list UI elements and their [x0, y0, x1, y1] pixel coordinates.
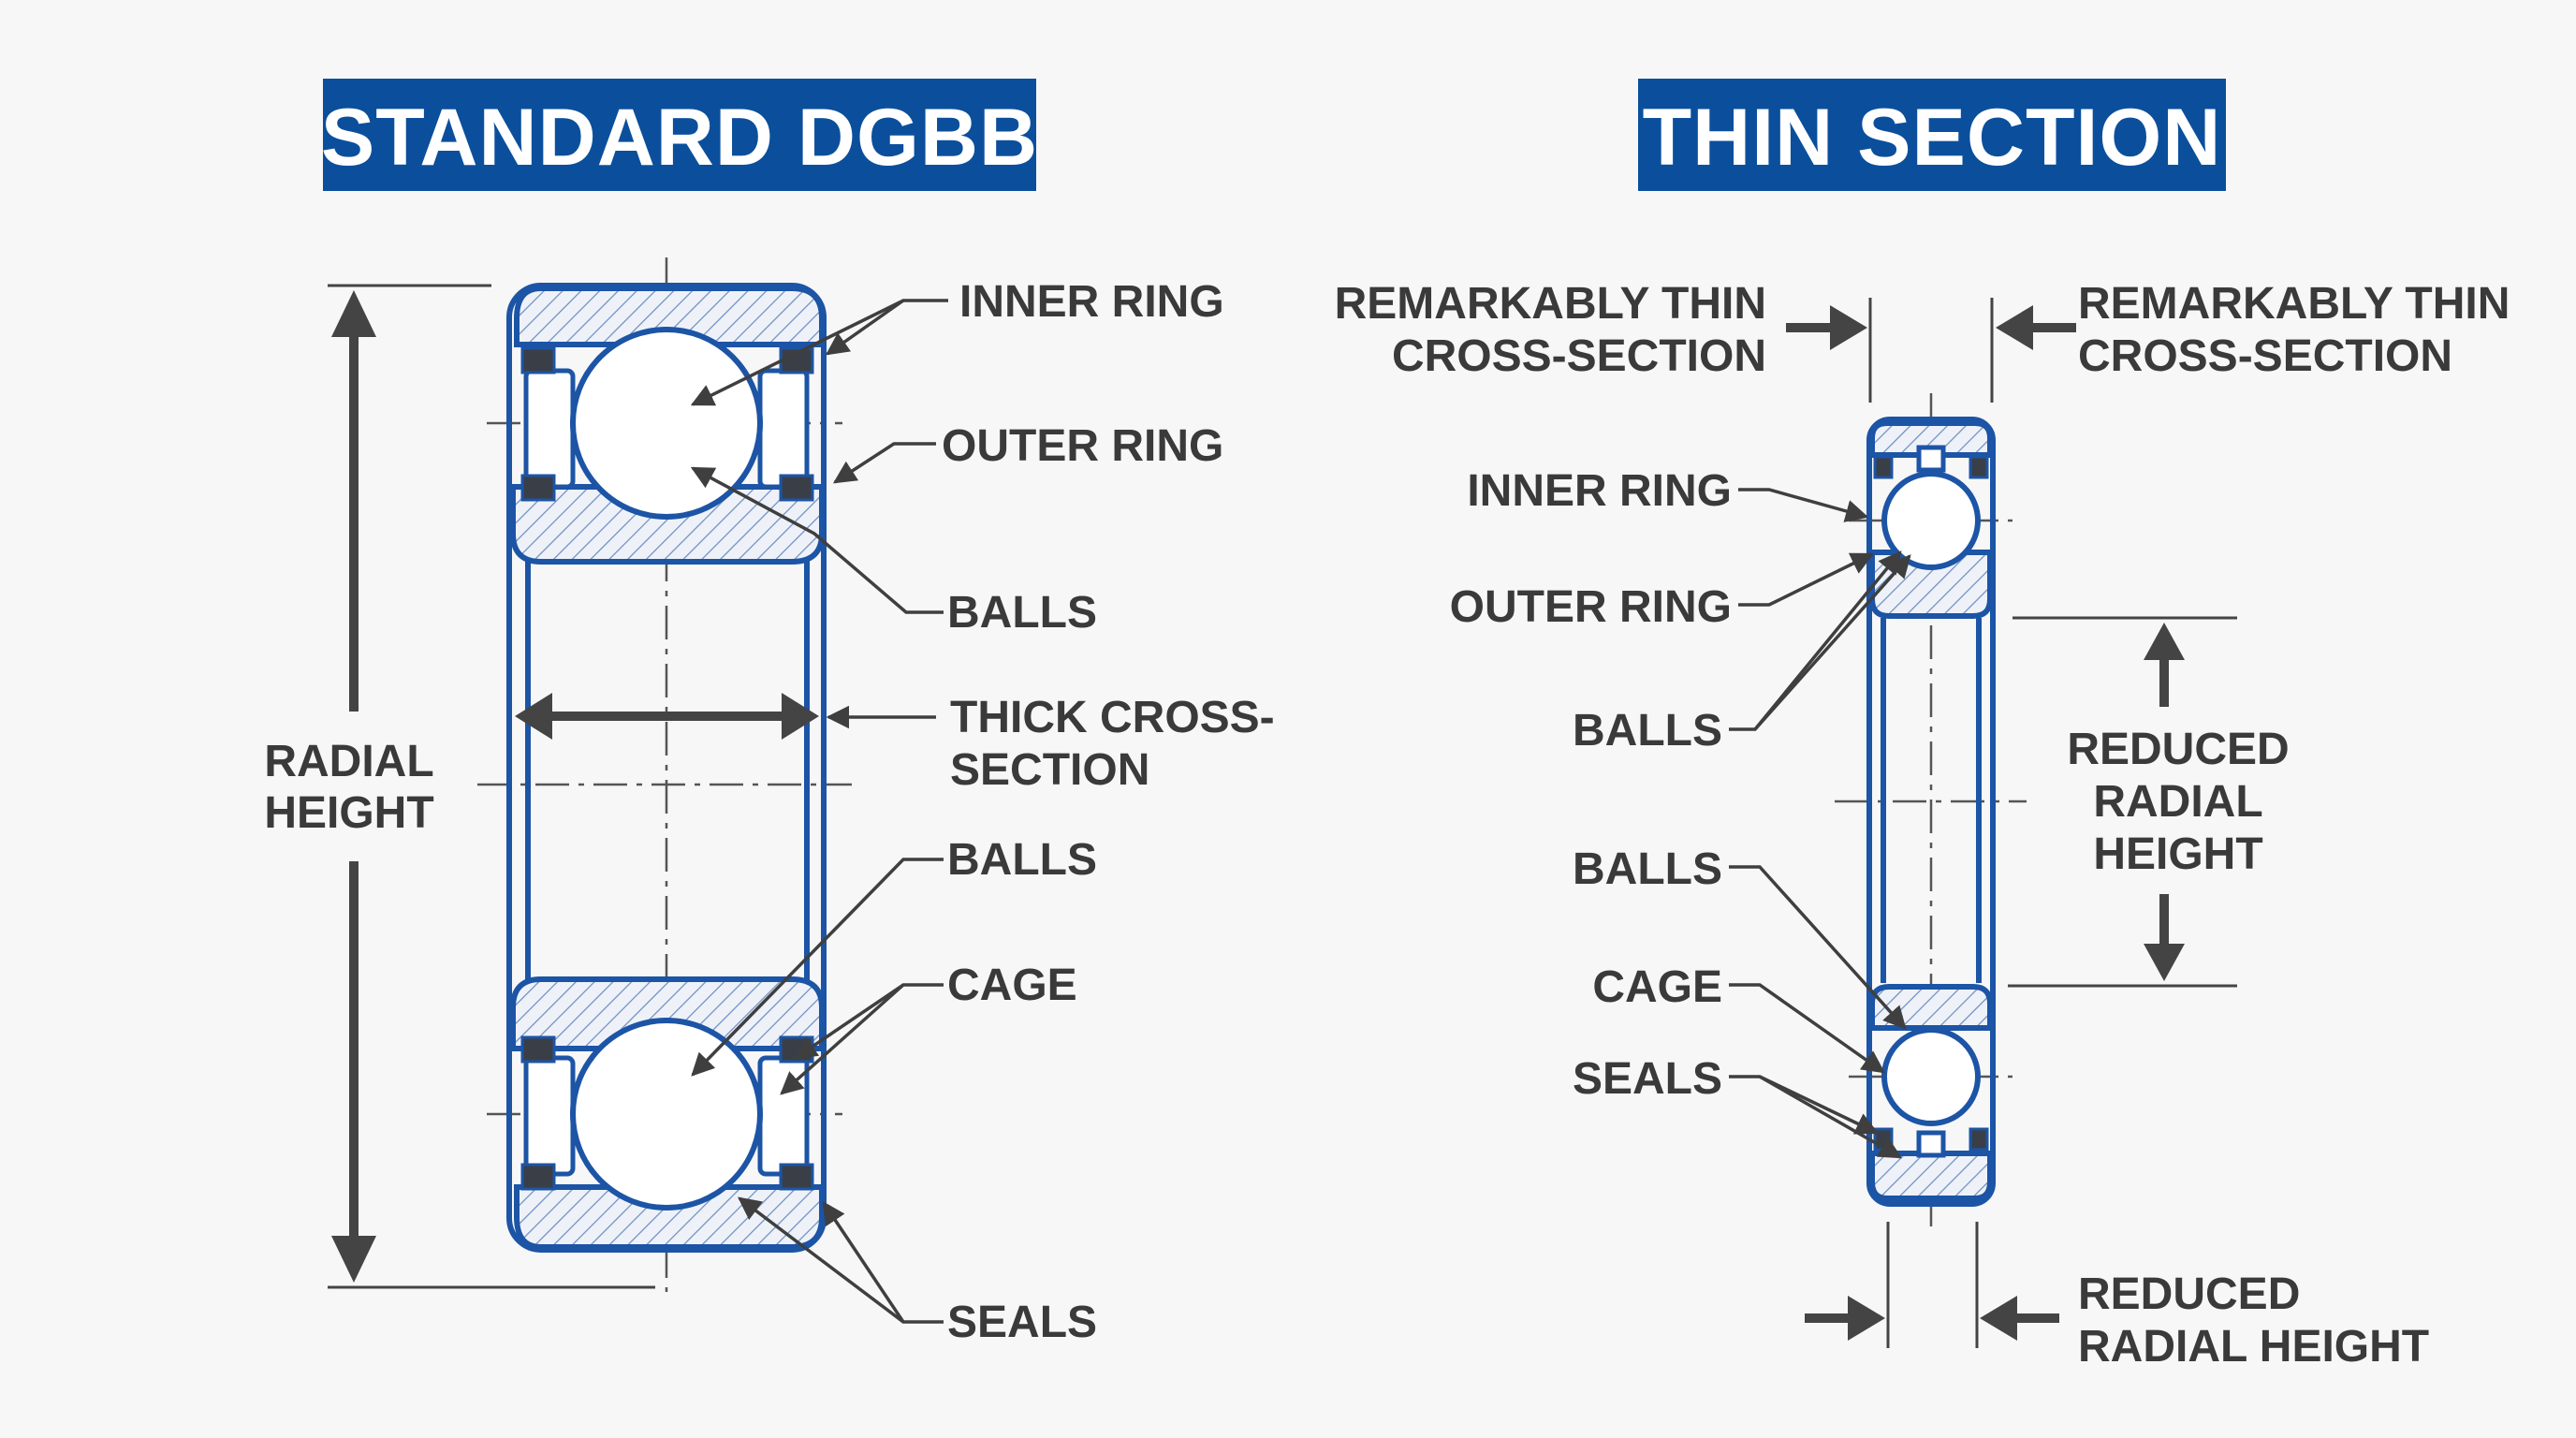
thin-top-ring	[1869, 420, 1993, 458]
remarkably-thin-right-line1: REMARKABLY THIN	[2078, 279, 2510, 329]
bottom-reduced-label-line2: RADIAL HEIGHT	[2078, 1322, 2429, 1372]
thick-cross-section-label-line1: THICK CROSS-	[950, 693, 1275, 742]
remarkably-thin-left-line1: REMARKABLY THIN	[1335, 279, 1766, 329]
thin-title-box	[1638, 79, 2226, 191]
thin-balls-top-label: BALLS	[1573, 706, 1722, 756]
thin-balls-top-leader-2	[1753, 554, 1911, 731]
standard-seal	[520, 346, 556, 374]
outer-ring-leader	[832, 442, 936, 484]
remarkably-thin-left-line2: CROSS-SECTION	[1392, 331, 1766, 381]
standard-seal	[520, 1035, 556, 1064]
standard-bottom-race	[510, 976, 825, 1051]
thin-section: THIN SECTION REMARKABLY THIN CROSS-S	[1335, 79, 2510, 1372]
reduced-height-head-bottom	[2144, 944, 2185, 981]
thick-arrow-right-head	[782, 693, 819, 740]
thin-seals-leader-1	[1729, 1075, 1880, 1135]
seals-leader-2	[822, 1200, 905, 1323]
thick-arrow-left-head	[515, 693, 552, 740]
radial-height-label-line1: RADIAL	[264, 737, 433, 786]
thin-seal	[1969, 1127, 1989, 1152]
radial-height-head-bottom	[331, 1236, 376, 1283]
thin-seals-label: SEALS	[1573, 1054, 1722, 1104]
thin-bottom-ball	[1881, 1027, 1981, 1126]
thin-seals-leader-2	[1759, 1075, 1903, 1159]
standard-seal	[520, 1163, 556, 1191]
remarkably-thin-right-line2: CROSS-SECTION	[2078, 331, 2452, 381]
thin-balls-bottom-label: BALLS	[1573, 844, 1722, 894]
thin-top-ball	[1881, 471, 1981, 570]
outer-ring-label: OUTER RING	[942, 421, 1223, 471]
thin-inner-ring-label: INNER RING	[1467, 466, 1732, 516]
thin-cage-leader	[1729, 983, 1886, 1074]
standard-seal	[779, 1163, 814, 1191]
cage-leader-2	[780, 983, 905, 1095]
thin-bottom-ring	[1869, 1151, 1993, 1201]
cage-label: CAGE	[947, 961, 1077, 1010]
thin-cage-label: CAGE	[1592, 962, 1722, 1012]
radial-height-label-line2: HEIGHT	[264, 788, 433, 838]
bottom-reduced-label-line1: REDUCED	[2078, 1269, 2300, 1319]
balls-bottom-leader	[691, 858, 944, 1077]
thin-cross-arrow-left-head	[1830, 305, 1867, 350]
standard-section: STANDARD DGBB	[264, 79, 1275, 1347]
radial-height-head-top	[331, 290, 376, 337]
standard-title: STANDARD DGBB	[321, 93, 1038, 183]
thin-bottom-cage	[1916, 1130, 1946, 1158]
thin-inner-ring-leader	[1738, 488, 1869, 522]
reduced-height-label-line1: REDUCED	[2067, 725, 2289, 774]
standard-seal	[779, 474, 814, 502]
inner-ring-label: INNER RING	[959, 277, 1224, 327]
standard-bottom-ball	[570, 1018, 763, 1211]
thin-outer-outline	[1866, 417, 1996, 1207]
thin-balls-bottom-leader	[1729, 865, 1907, 1030]
thin-seal	[1969, 455, 1989, 479]
reduced-height-label-line3: HEIGHT	[2093, 829, 2262, 879]
standard-top-ring	[514, 286, 825, 347]
bottom-reduced-arrow-right-head	[1980, 1296, 2017, 1341]
balls-top-label: BALLS	[947, 588, 1097, 638]
reduced-height-head-top	[2144, 623, 2185, 660]
bottom-reduced-arrow-left-head	[1848, 1296, 1885, 1341]
thin-bottom-race	[1869, 984, 1993, 1031]
inner-ring-leader-2	[825, 299, 905, 356]
balls-top-leader	[690, 466, 944, 614]
thin-seal	[1873, 455, 1894, 479]
standard-top-cage-right	[757, 368, 810, 490]
standard-title-box	[323, 79, 1036, 191]
seals-label: SEALS	[947, 1298, 1097, 1347]
thin-outer-ring-label: OUTER RING	[1450, 582, 1732, 632]
thin-cross-arrow-right-head	[1996, 305, 2033, 350]
thin-top-cage	[1916, 445, 1946, 473]
balls-bottom-label: BALLS	[947, 835, 1097, 885]
thick-cross-section-label-line2: SECTION	[950, 745, 1149, 795]
thin-outer-ring-leader	[1738, 552, 1875, 607]
thin-title: THIN SECTION	[1643, 93, 2222, 183]
standard-seal	[520, 474, 556, 502]
standard-bottom-cage-left	[523, 1055, 576, 1177]
standard-top-cage-left	[523, 368, 576, 490]
reduced-height-label-line2: RADIAL	[2093, 777, 2262, 827]
